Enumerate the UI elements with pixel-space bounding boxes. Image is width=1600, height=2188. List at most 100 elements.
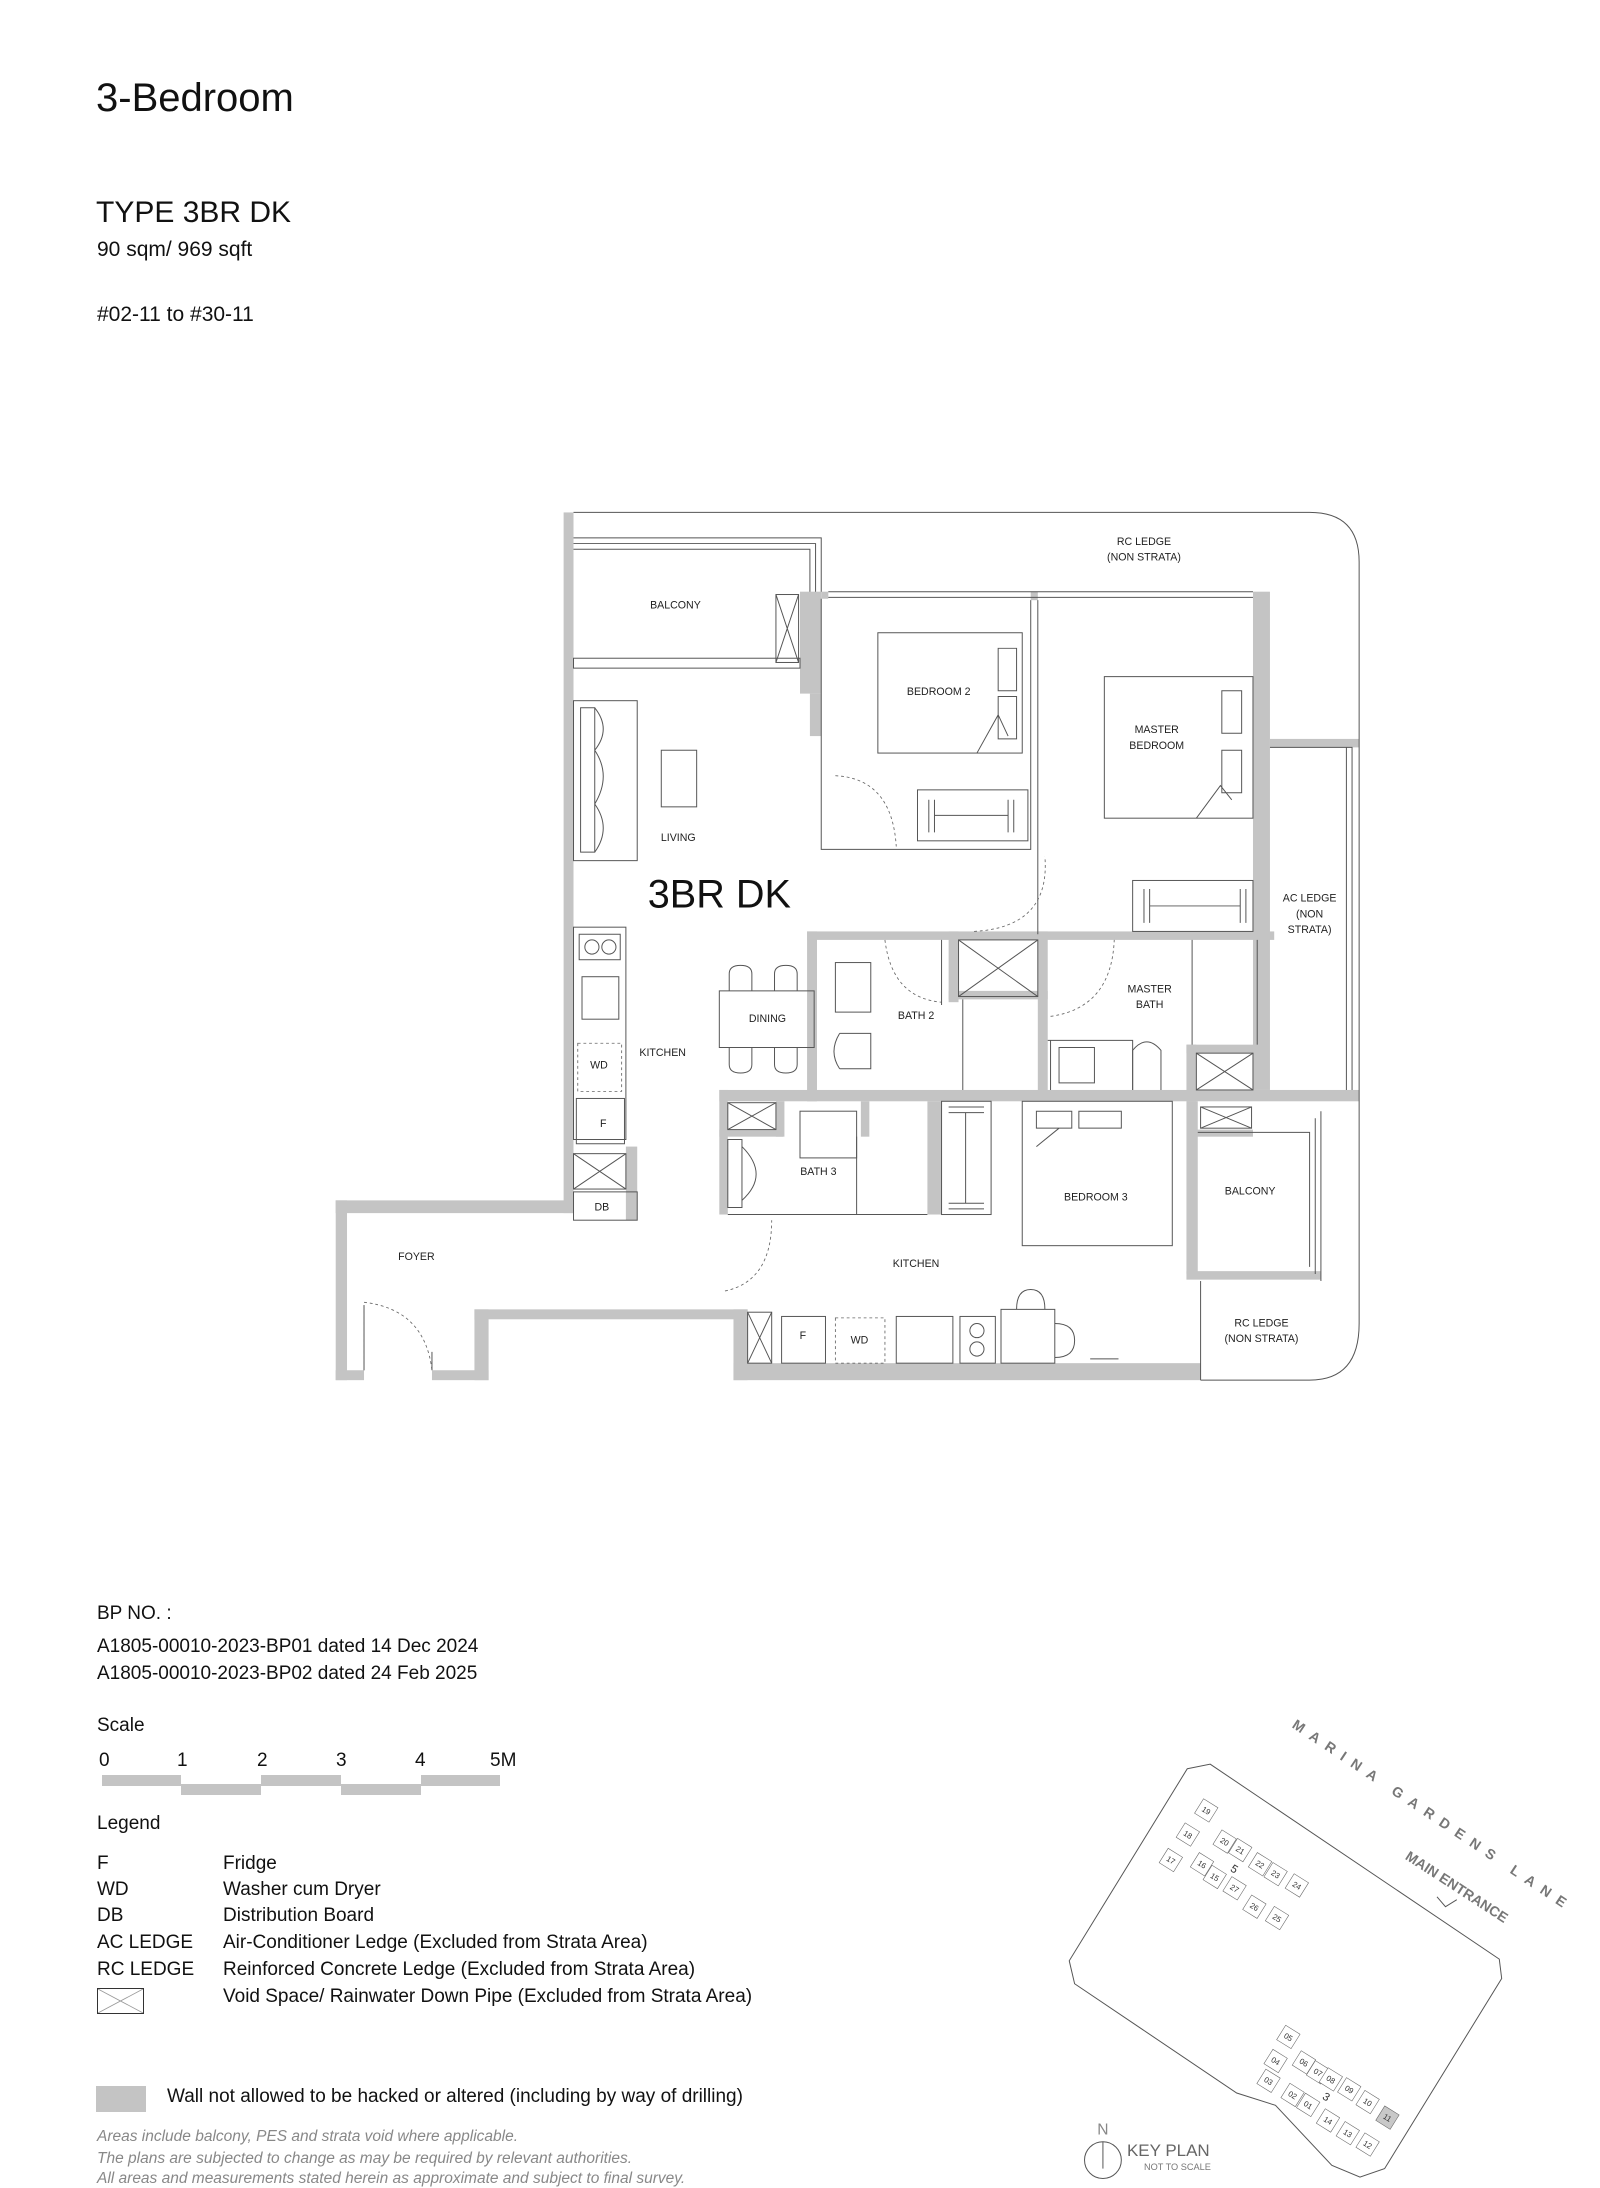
key-plan-unit: 19 [1194, 1798, 1219, 1823]
page-title: 3-Bedroom [96, 76, 294, 120]
svg-text:KITCHEN: KITCHEN [893, 1258, 940, 1270]
key-plan-unit: 09 [1337, 2077, 1362, 2102]
key-plan-unit-label: 17 [1165, 1854, 1177, 1866]
svg-text:BALCONY: BALCONY [650, 600, 701, 612]
key-plan-unit: 3 [1320, 2091, 1332, 2105]
key-plan-unit: 21 [1228, 1838, 1253, 1863]
void-space-icon [573, 594, 1254, 1364]
key-plan-unit: 23 [1263, 1862, 1288, 1887]
scale-tick: 5M [490, 1750, 517, 1771]
bp-line: A1805-00010-2023-BP01 dated 14 Dec 2024 [97, 1636, 479, 1657]
key-plan-unit-label: 18 [1182, 1829, 1194, 1841]
key-plan-unit: 05 [1276, 2024, 1301, 2050]
void-space-icon [97, 1988, 144, 2014]
key-plan-unit: 26 [1242, 1894, 1267, 1919]
bp-line: A1805-00010-2023-BP02 dated 24 Feb 2025 [97, 1663, 478, 1684]
key-plan-unit-label: 07 [1312, 2067, 1324, 2079]
svg-text:RC LEDGE: RC LEDGE [1234, 1317, 1288, 1329]
scale-tick: 4 [415, 1750, 426, 1771]
scale-tick: 3 [336, 1750, 347, 1771]
svg-text:BATH 2: BATH 2 [898, 1010, 934, 1022]
legend-desc: Void Space/ Rainwater Down Pipe (Exclude… [223, 1986, 753, 2007]
key-plan-unit-label: 01 [1302, 2099, 1314, 2111]
key-plan-unit-label: 03 [1262, 2075, 1274, 2087]
key-plan-unit: 01 [1296, 2092, 1321, 2117]
scale-label: Scale [97, 1715, 145, 1736]
key-plan-unit: 15 [1202, 1864, 1227, 1890]
svg-text:F: F [600, 1118, 607, 1130]
key-plan-unit-label: 13 [1342, 2127, 1354, 2139]
key-plan-title: KEY PLAN [1127, 2141, 1210, 2160]
legend-key: RC LEDGE [97, 1959, 195, 1980]
svg-text:STRATA): STRATA) [1288, 924, 1332, 936]
key-plan-unit: 20 [1212, 1829, 1237, 1854]
legend-key: WD [97, 1879, 129, 1900]
key-plan-unit: 10 [1355, 2089, 1380, 2115]
legend-desc: Air-Conditioner Ledge (Excluded from Str… [223, 1932, 648, 1953]
wall-swatch [96, 2086, 146, 2112]
unit-numbers: #02-11 to #30-11 [97, 303, 254, 326]
key-plan-unit-label: 12 [1361, 2139, 1373, 2151]
key-plan-unit-label: 19 [1200, 1805, 1212, 1817]
key-plan-unit-label: 02 [1286, 2089, 1298, 2101]
legend-desc: Distribution Board [223, 1905, 375, 1926]
key-plan-unit: 13 [1335, 2121, 1360, 2146]
key-plan-unit: 03 [1256, 2068, 1281, 2093]
svg-text:LIVING: LIVING [661, 832, 696, 844]
key-plan-unit: 08 [1318, 2067, 1343, 2092]
svg-text:MASTER: MASTER [1135, 724, 1180, 736]
key-plan-unit-label: 23 [1269, 1868, 1281, 1880]
unit-type: TYPE 3BR DK [96, 196, 292, 229]
legend-title: Legend [97, 1813, 161, 1834]
svg-text:WD: WD [590, 1060, 608, 1072]
svg-text:BEDROOM 3: BEDROOM 3 [1064, 1191, 1128, 1203]
svg-text:RC LEDGE: RC LEDGE [1117, 536, 1171, 548]
svg-text:(NON STRATA): (NON STRATA) [1107, 552, 1181, 564]
key-plan-unit-label: 26 [1248, 1901, 1260, 1913]
wall-note: Wall not allowed to be hacked or altered… [167, 2086, 743, 2107]
key-plan-unit: 12 [1355, 2132, 1380, 2157]
key-plan-unit: 16 [1189, 1852, 1215, 1877]
svg-text:(NON STRATA): (NON STRATA) [1225, 1333, 1299, 1345]
key-plan-unit-label: 15 [1209, 1871, 1221, 1883]
unit-area: 90 sqm/ 969 sqft [97, 238, 253, 261]
key-plan-unit-label: 09 [1343, 2084, 1355, 2096]
key-plan-unit: 22 [1247, 1852, 1273, 1877]
key-plan: 1918172016215152223242726250504030607080… [1068, 1716, 1577, 2180]
svg-text:MASTER: MASTER [1128, 983, 1173, 995]
key-plan-unit-label: 3 [1320, 2091, 1332, 2105]
key-plan-unit-label: 06 [1298, 2057, 1310, 2069]
svg-text:DINING: DINING [749, 1013, 786, 1025]
note: Areas include balcony, PES and strata vo… [97, 2128, 519, 2145]
note: All areas and measurements stated herein… [97, 2170, 686, 2187]
svg-text:BEDROOM: BEDROOM [1129, 740, 1184, 752]
key-plan-unit: 24 [1284, 1873, 1309, 1898]
legend-desc: Fridge [223, 1853, 277, 1874]
svg-text:BALCONY: BALCONY [1225, 1186, 1276, 1198]
key-plan-unit: 14 [1315, 2108, 1341, 2133]
legend-key: AC LEDGE [97, 1932, 194, 1953]
entrance-arrow-icon [1436, 1896, 1458, 1908]
key-plan-unit-label: 11 [1381, 2112, 1393, 2124]
plan-linework [363, 511, 1360, 1381]
key-plan-unit-label: 05 [1282, 2031, 1294, 2043]
key-plan-unit: 18 [1175, 1822, 1200, 1847]
site-boundary [1068, 1763, 1503, 2178]
legend-desc: Reinforced Concrete Ledge (Excluded from… [223, 1959, 696, 1980]
legend-key: F [97, 1853, 109, 1874]
key-plan-unit-label: 27 [1228, 1882, 1240, 1894]
key-plan-unit-label: 22 [1254, 1858, 1266, 1870]
svg-text:FOYER: FOYER [398, 1251, 435, 1263]
svg-text:BEDROOM 2: BEDROOM 2 [907, 686, 971, 698]
key-plan-unit: 17 [1158, 1847, 1183, 1873]
legend-key: DB [97, 1905, 124, 1926]
key-plan-unit-label: 25 [1271, 1912, 1283, 1924]
svg-text:F: F [800, 1330, 807, 1342]
svg-text:(NON: (NON [1296, 908, 1323, 920]
key-plan-unit: 02 [1280, 2082, 1305, 2108]
walls [335, 512, 1360, 1381]
road-name: MARINA GARDENS LANE [1290, 1716, 1577, 1915]
key-plan-unit: 04 [1263, 2048, 1288, 2074]
key-plan-blocks: 1918172016215152223242726250504030607080… [1158, 1798, 1400, 2157]
unit-type-label: 3BR DK [648, 872, 791, 916]
